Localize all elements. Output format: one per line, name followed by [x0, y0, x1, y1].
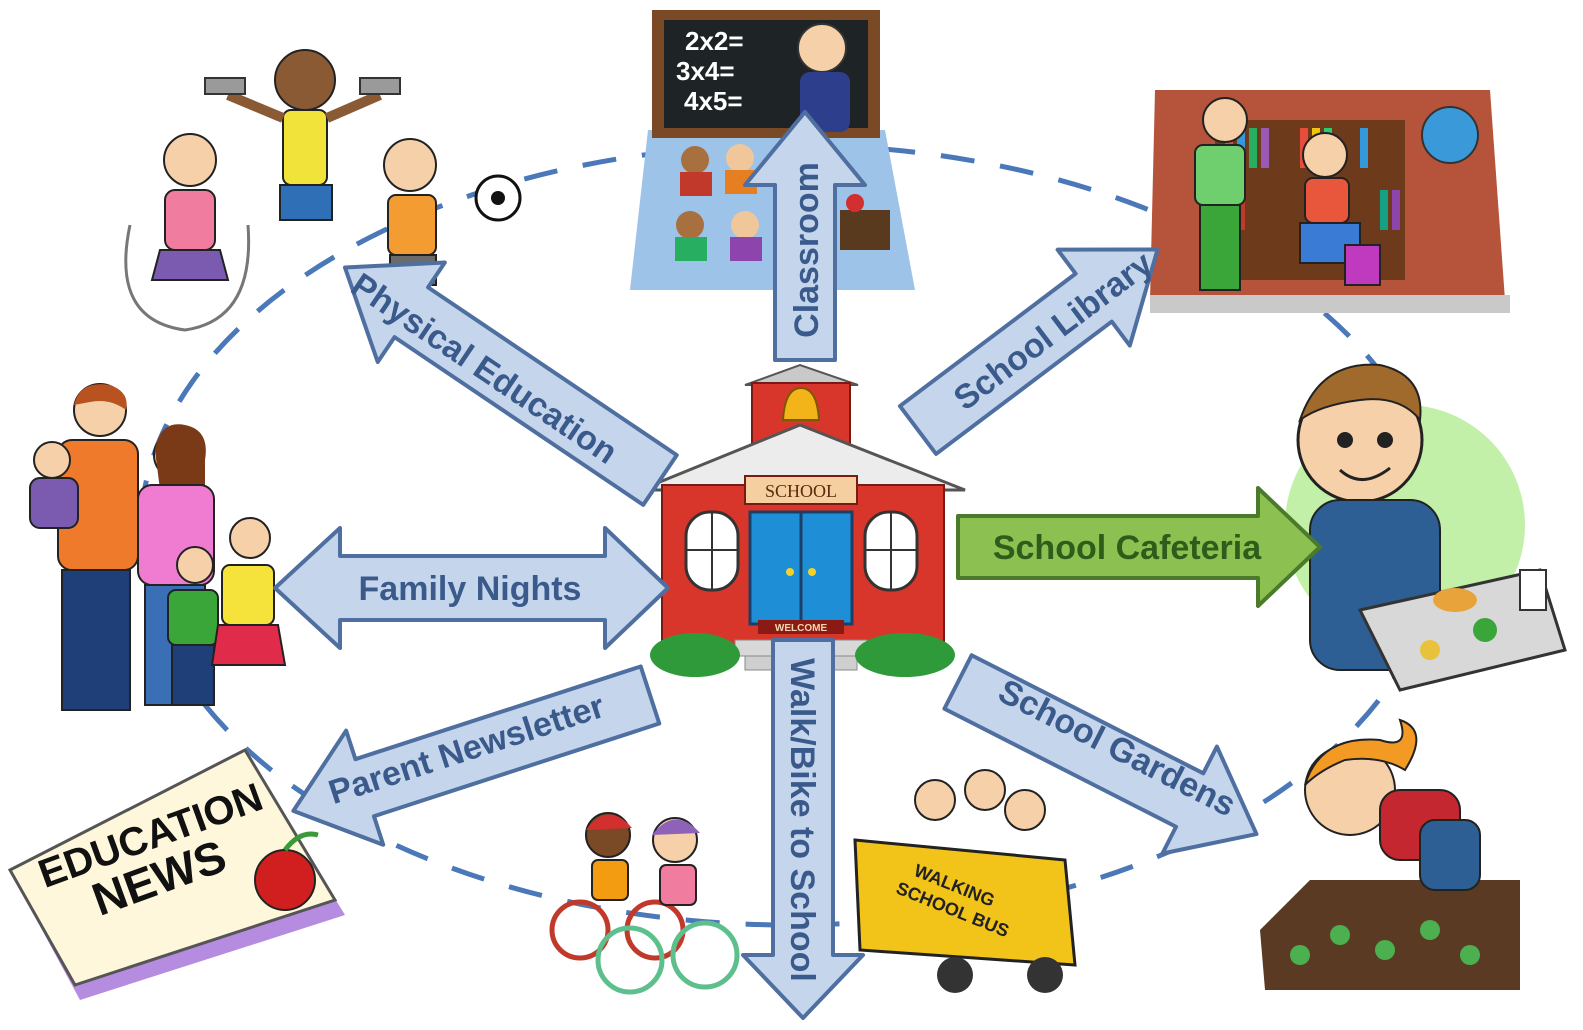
chalk-line-2: 3x4=: [676, 56, 735, 86]
arrow-label-physical-education: Physical Education: [344, 266, 624, 472]
welcome-mat: WELCOME: [775, 623, 828, 634]
arrow-label-classroom: Classroom: [788, 162, 826, 338]
chalk-line-3: 4x5=: [684, 86, 743, 116]
arrow-school-library: School Library: [897, 244, 1160, 456]
arrow-walk-bike: Walk/Bike to School: [741, 638, 865, 1020]
bell-icon: [781, 386, 821, 421]
classroom-illustration: 2x2= 3x4= 4x5=: [630, 10, 915, 290]
arrow-classroom: Classroom: [743, 110, 867, 362]
school-cafeteria-illustration: [1285, 363, 1567, 692]
arrow-school-gardens: School Gardens: [942, 653, 1259, 856]
family-illustration: [29, 383, 287, 711]
school-sign: SCHOOL: [765, 481, 837, 501]
arrow-school-cafeteria: School Cafeteria: [956, 486, 1322, 608]
arrow-label-family-nights: Family Nights: [359, 570, 582, 608]
physical-education-illustration: [124, 49, 522, 332]
arrow-family-nights: Family Nights: [273, 526, 670, 650]
arrow-label-walk-bike: Walk/Bike to School: [783, 658, 821, 982]
parent-newsletter-illustration: EDUCATION NEWS: [7, 748, 345, 1000]
walk-bike-illustration: WALKING SCHOOL BUS: [549, 769, 1077, 995]
arrow-label-school-cafeteria: School Cafeteria: [993, 529, 1262, 567]
chalk-line-1: 2x2=: [685, 26, 744, 56]
school-gardens-illustration: [1260, 718, 1520, 990]
school-library-illustration: [1150, 90, 1510, 313]
